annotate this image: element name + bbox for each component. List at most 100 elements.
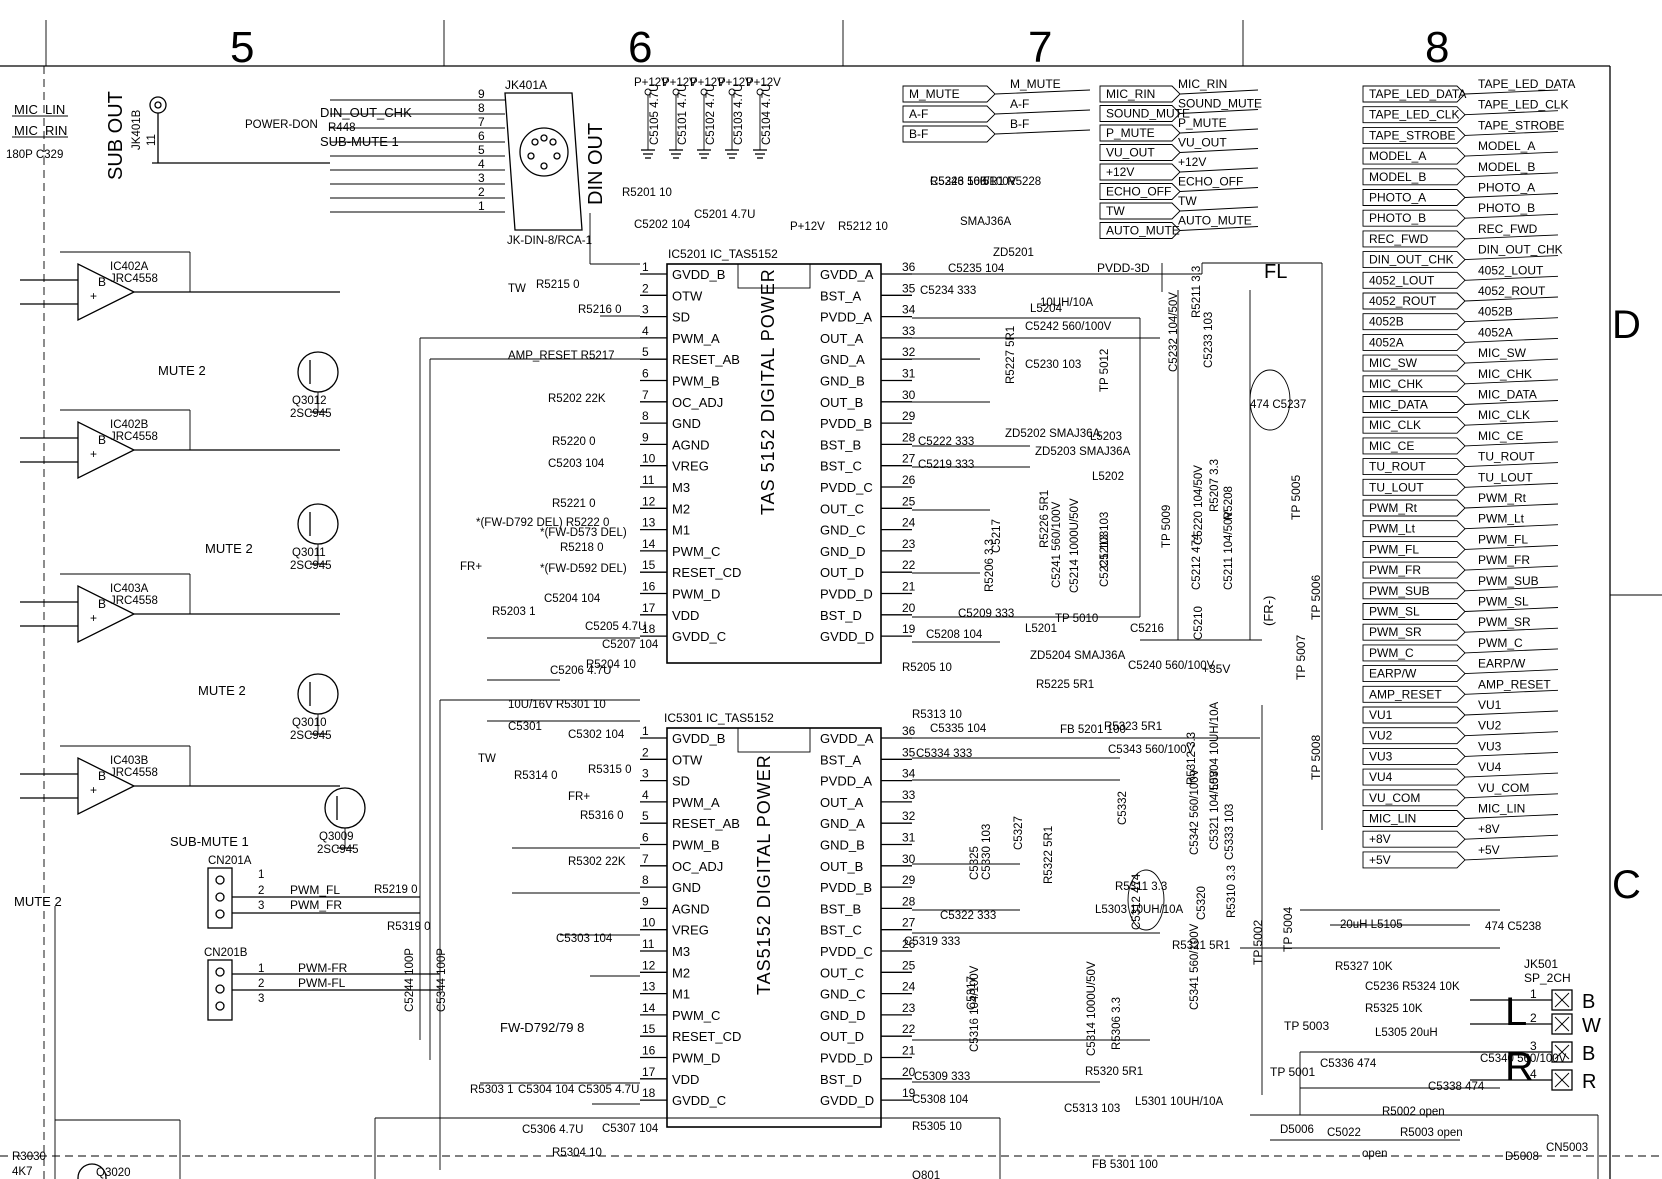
ic5201-left-pin-number: 2 — [642, 281, 649, 295]
opamp-part: JRC4558 — [110, 767, 158, 779]
power-don-label: POWER-DON — [245, 119, 318, 131]
speaker-terminal-cross — [1554, 1072, 1570, 1088]
ic5301-part-label: R5315 0 — [588, 764, 631, 776]
zone7b-signal-net-label: ECHO_OFF — [1178, 175, 1243, 189]
output-part-label: R5227 5R1 — [1005, 326, 1017, 384]
zone8-signal-wire — [1464, 213, 1559, 219]
zone8-signal-box-label: 4052_ROUT — [1369, 294, 1437, 308]
zone8-signal-box — [1362, 623, 1466, 641]
zone8-signal-box-label: VU2 — [1369, 729, 1393, 743]
cn201a-pin2: 2 — [258, 885, 264, 897]
ic5201-part-label: *(FW-D792 DEL) R5222 0 — [476, 517, 609, 529]
din-pin-number: 3 — [478, 171, 485, 185]
tp5004-label: TP 5004 — [1281, 907, 1295, 952]
ic5201-right-pin-number: 31 — [902, 367, 916, 381]
output-part-label: SMAJ36A — [960, 216, 1011, 228]
ic5201-left-pin-name: VREG — [672, 459, 709, 474]
opamp-blocks: B+IC402AJRC4558B+IC402BJRC4558B+IC403AJR… — [20, 251, 366, 856]
ic5201-right-pin-number: 32 — [902, 345, 916, 359]
ic5301-left-pin-name: RESET_AB — [672, 816, 740, 831]
ic5301-notch — [737, 727, 811, 753]
ic5201-left-pin-number: 4 — [642, 324, 649, 338]
ic5201-left-pin-number: 16 — [642, 580, 656, 594]
zone8-signal-net-label: PWM_Lt — [1478, 512, 1525, 526]
zone8-signal-box — [1362, 416, 1466, 434]
ic5301-left-pin-name: GVDD_B — [672, 731, 725, 746]
ic5201-ref: IC5201 IC_TAS5152 — [668, 247, 778, 261]
zone8-signal-box-label: VU1 — [1369, 708, 1393, 722]
output-part-label: C5242 560/100V — [1025, 321, 1112, 333]
ic5301-right-pin-number: 25 — [902, 958, 916, 972]
output-part-label: C5213 103 — [1099, 512, 1111, 568]
zone8-signal-wire — [1464, 296, 1559, 302]
output-part-label: R5327 10K — [1335, 961, 1393, 973]
output-part-label: ZD5203 SMAJ36A — [1035, 446, 1131, 458]
ic5301-part-label: R5319 0 — [387, 921, 430, 933]
ic5301-left-pin-name: VREG — [672, 923, 709, 938]
fl-label: FL — [1264, 261, 1287, 283]
cn201b-pin2: 2 — [258, 978, 264, 990]
output-part-label: TP 5009 — [1161, 505, 1173, 548]
output-part-label: L5301 10UH/10A — [1135, 1096, 1224, 1108]
zone8-signal-box-label: REC_FWD — [1369, 232, 1429, 246]
zone8-signal-box — [1362, 437, 1466, 455]
ic5301-part-label: R5303 1 — [470, 1084, 513, 1096]
ic5301-part-label: C5304 104 — [518, 1084, 575, 1096]
tp5008-label: TP 5008 — [1309, 735, 1323, 780]
supply-rail-label: P+12V — [634, 77, 669, 89]
zone7a-signal-box-label: B-F — [909, 127, 928, 141]
din-pin-number: 5 — [478, 143, 485, 157]
opamp-ref: IC403A — [110, 583, 149, 595]
zone8-signal-box-label: MIC_DATA — [1369, 398, 1428, 412]
tp5005-label: TP 5005 — [1289, 475, 1303, 520]
ic5301-left-pin-number: 8 — [642, 873, 649, 887]
zone7b-signal-box-label: ECHO_OFF — [1106, 185, 1171, 199]
cn201a-ref: CN201A — [208, 855, 252, 867]
zone8-signal-box — [1362, 230, 1466, 248]
zone7b-signal-net-label: AUTO_MUTE — [1178, 214, 1252, 228]
zone8-signal-box — [1362, 147, 1466, 165]
ic5301-right-pin-name: OUT_C — [820, 965, 864, 980]
ic5201-right-pin-number: 25 — [902, 494, 916, 508]
ic5301-right-pin-name: PVDD_B — [820, 880, 872, 895]
c5238-label: 474 C5238 — [1485, 921, 1541, 933]
ic5301-title: TAS5152 DIGITAL POWER — [754, 754, 774, 995]
transistor-ref: Q3012 — [292, 395, 327, 407]
opamp-ref: IC402A — [110, 261, 149, 273]
ic5301-part-label: R5305 10 — [912, 1121, 962, 1133]
output-part-label: R5226 5R1 — [1039, 490, 1051, 548]
ic5201-right-pin-name: GVDD_D — [820, 629, 874, 644]
zone8-signal-box — [1362, 582, 1466, 600]
output-part-label: C5340 560/100V — [1480, 1053, 1567, 1065]
zone8-signal-net-label: EARP/W — [1478, 657, 1526, 671]
mic-lin-label: MIC_LIN — [14, 102, 65, 117]
zone8-signal-box — [1362, 561, 1466, 579]
zone8-signal-net-label: MIC_LIN — [1478, 802, 1525, 816]
ic5201-right-pin-name: GND_B — [820, 374, 865, 389]
ic5201-right-pin-number: 22 — [902, 558, 916, 572]
zone8-signal-wire — [1464, 172, 1559, 178]
cn5003-label: CN5003 — [1546, 1142, 1588, 1154]
ic5201-part-label: R5218 0 — [560, 542, 603, 554]
zone8-signal-net-label: MIC_SW — [1478, 346, 1527, 360]
cn201b-ref: CN201B — [204, 947, 248, 959]
zone8-signal-box — [1362, 540, 1466, 558]
zone8-signal-net-label: 4052A — [1478, 325, 1513, 339]
opamp-plus: + — [90, 611, 97, 625]
ic5301-left-pin-name: GND — [672, 880, 701, 895]
ic5301-right-pin-number: 22 — [902, 1022, 916, 1036]
speaker-pin-number: 3 — [1530, 1039, 1537, 1053]
zone8-signal-wire — [1464, 420, 1559, 426]
ic5301-right-pin-number: 19 — [902, 1086, 916, 1100]
output-part-label: C5313 103 — [1064, 1103, 1120, 1115]
ic5301-left-pin-name: AGND — [672, 901, 710, 916]
output-part-label: C5233 103 — [1203, 312, 1215, 368]
ic5201-part-label: R5215 0 — [536, 279, 579, 291]
ic5301-left-pin-number: 2 — [642, 745, 649, 759]
zone8-signal-box-label: PWM_SUB — [1369, 584, 1430, 598]
output-part-label: C5317 — [966, 976, 978, 1010]
sub-mute1-label: SUB-MUTE 1 — [170, 834, 249, 849]
zone8-signal-net-label: +5V — [1478, 843, 1500, 857]
